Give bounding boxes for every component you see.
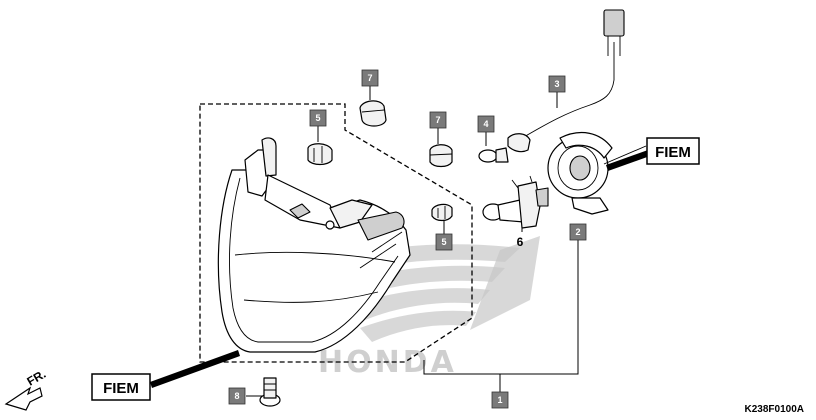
position-socket-lower [431, 203, 453, 222]
rubber-cap-lower [429, 144, 453, 168]
mounting-screw [259, 377, 281, 407]
svg-text:FIEM: FIEM [655, 144, 691, 161]
callout-8: 8 [228, 387, 246, 405]
callout-2: 2 [569, 223, 587, 241]
assembly-boundary [199, 103, 473, 363]
callout-3: 3 [548, 75, 566, 93]
front-direction-arrow-icon: FR. [4, 367, 49, 411]
leader-part-1 [423, 360, 501, 392]
svg-text:2: 2 [575, 227, 580, 237]
adjuster-screw-icon [325, 220, 335, 230]
callout-7-upper: 7 [361, 69, 379, 87]
dust-cover [547, 131, 647, 215]
fiem-arrow-left [150, 350, 240, 388]
callout-1: 1 [491, 391, 509, 409]
socket-wire-harness [507, 9, 625, 153]
svg-text:4: 4 [483, 119, 488, 129]
svg-text:FIEM: FIEM [103, 380, 139, 397]
headlight-unit [217, 137, 411, 353]
bulb-number-label: 6 [517, 235, 524, 249]
svg-text:7: 7 [435, 115, 440, 125]
svg-text:5: 5 [441, 237, 446, 247]
leader-part-2 [500, 240, 579, 375]
svg-text:8: 8 [234, 391, 239, 401]
svg-text:7: 7 [367, 73, 372, 83]
svg-text:5: 5 [315, 113, 320, 123]
fiem-arrow-right [606, 150, 650, 171]
callout-7-lower: 7 [429, 111, 447, 129]
headlight-bulb [482, 175, 549, 229]
position-bulb [478, 147, 509, 163]
front-marker-label: FR. [25, 367, 49, 389]
callout-5-upper: 5 [309, 109, 327, 127]
callout-4: 4 [477, 115, 495, 133]
callout-5-lower: 5 [435, 233, 453, 251]
position-socket-upper [307, 143, 333, 166]
svg-text:1: 1 [497, 395, 502, 405]
svg-text:3: 3 [554, 79, 559, 89]
diagram-code: K238F0100A [745, 404, 804, 415]
fiem-label-right: FIEM [646, 137, 700, 165]
fiem-label-left: FIEM [91, 373, 151, 401]
rubber-cap-upper [359, 100, 387, 127]
